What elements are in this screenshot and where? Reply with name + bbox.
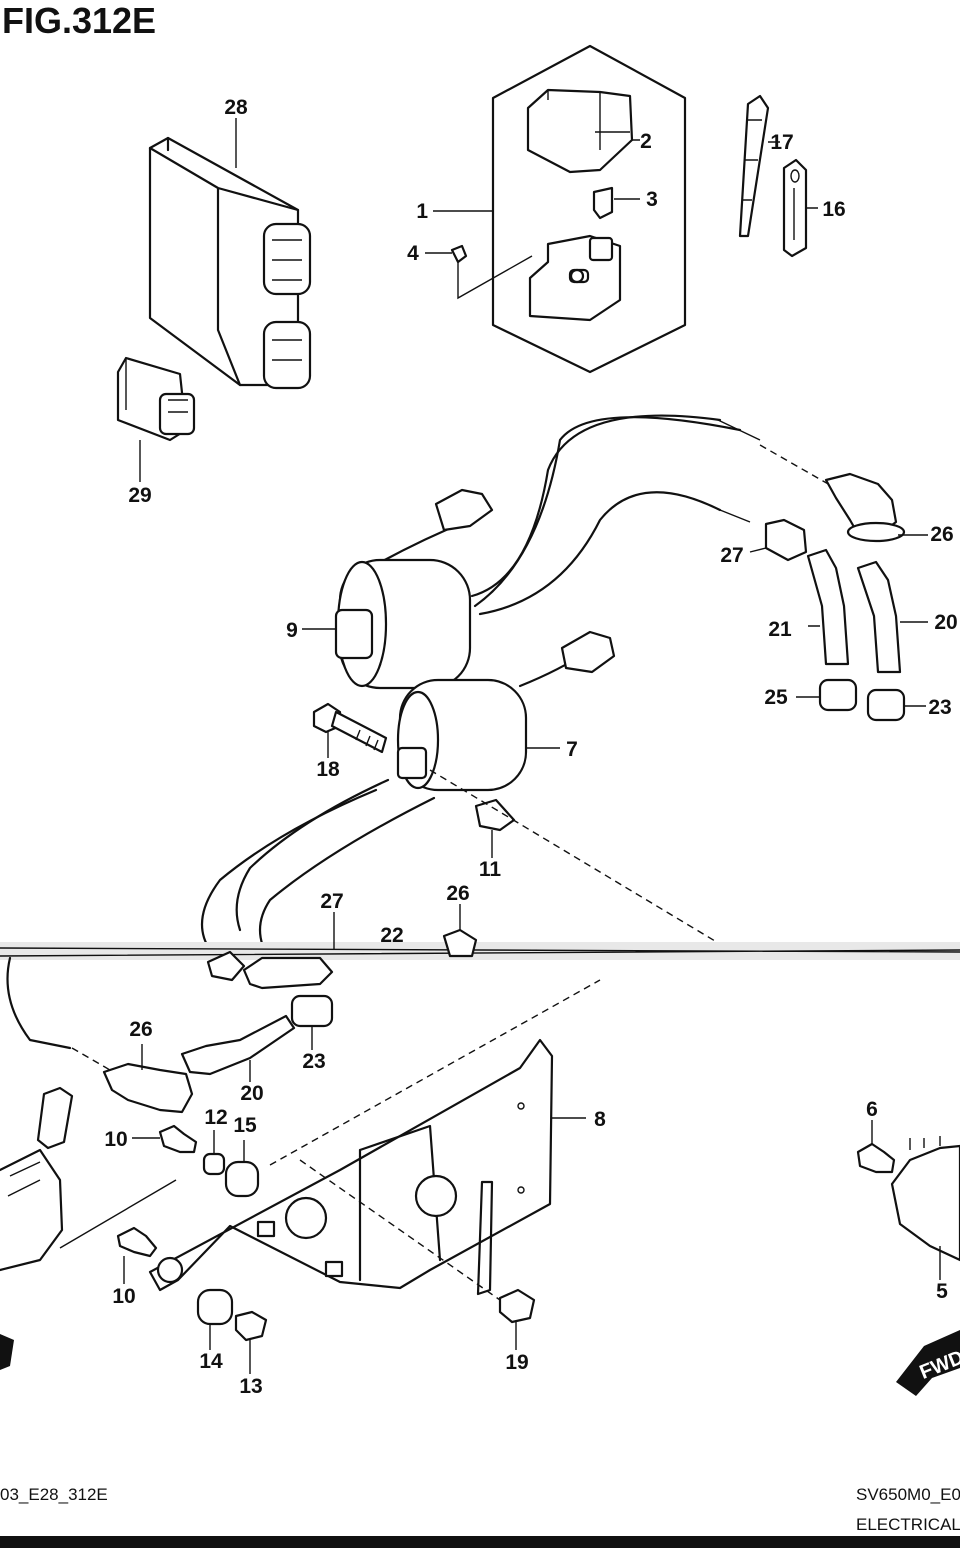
fwd-arrow-right: FWD (896, 1330, 960, 1396)
callout-28: 28 (224, 96, 248, 119)
callout-1: 1 (416, 200, 428, 223)
callout-29: 29 (128, 484, 151, 507)
callout-20-mid: 20 (240, 1082, 263, 1105)
callout-27-top: 27 (720, 544, 743, 567)
callout-24: 25 (764, 686, 788, 709)
regulator-part-5-and-bolt-part-6 (856, 1120, 960, 1280)
scan-noise-band (0, 942, 960, 960)
left-connector-harness (0, 1086, 177, 1272)
ignition-coil-part-7 (200, 630, 721, 962)
mounting-hardware (116, 1124, 536, 1374)
callout-3: 3 (646, 188, 658, 211)
callout-11: 11 (479, 858, 502, 881)
connector-part-29 (116, 356, 196, 482)
callout-labels: 28 29 1 2 3 4 17 16 26 27 21 20 25 23 9 … (104, 96, 957, 1398)
callout-10-lower: 10 (112, 1285, 135, 1308)
bolt-part-18 (312, 702, 388, 758)
callout-4: 4 (407, 242, 419, 265)
clamp-part-16-and-tie-part-17 (738, 94, 818, 258)
callout-21: 21 (768, 618, 792, 641)
callout-18: 18 (316, 758, 340, 781)
callout-5: 5 (936, 1280, 948, 1303)
callout-27-mid: 27 (320, 890, 343, 913)
callout-17: 17 (770, 131, 793, 154)
callout-23-mid: 23 (302, 1050, 325, 1073)
starter-relay-group-part-1 (425, 44, 687, 374)
ecm-unit-part-28 (148, 118, 312, 390)
ignition-coil-part-9 (302, 414, 761, 690)
callout-19: 19 (505, 1351, 528, 1374)
callout-25: 26 (446, 882, 469, 905)
callout-16: 16 (822, 198, 845, 221)
callout-12: 12 (204, 1106, 227, 1129)
footer-right-code: SV650M0_E0 (856, 1485, 960, 1504)
callout-22: 22 (380, 924, 403, 947)
bottom-bar (0, 1536, 960, 1548)
footer-section: ELECTRICAL (856, 1515, 960, 1534)
plug-caps-left (6, 904, 478, 1114)
callout-2: 2 (640, 130, 652, 153)
callout-20-right: 20 (934, 611, 957, 634)
callout-23-right: 23 (928, 696, 951, 719)
callout-7: 7 (566, 738, 578, 761)
callout-6: 6 (866, 1098, 878, 1121)
callout-8: 8 (594, 1108, 606, 1131)
callout-13: 13 (239, 1375, 262, 1398)
fwd-arrow-left-edge (0, 1334, 14, 1370)
callout-10-upper: 10 (104, 1128, 127, 1151)
figure-title: FIG.312E (2, 0, 156, 41)
plug-caps-right (749, 444, 928, 722)
callout-14: 14 (199, 1350, 223, 1373)
callout-26-top: 26 (930, 523, 953, 546)
callout-9: 9 (286, 619, 298, 642)
footer-left-code: 03_E28_312E (0, 1485, 108, 1504)
callout-26-mid: 26 (129, 1018, 152, 1041)
bracket-part-8 (148, 979, 601, 1301)
callout-15: 15 (233, 1114, 257, 1137)
